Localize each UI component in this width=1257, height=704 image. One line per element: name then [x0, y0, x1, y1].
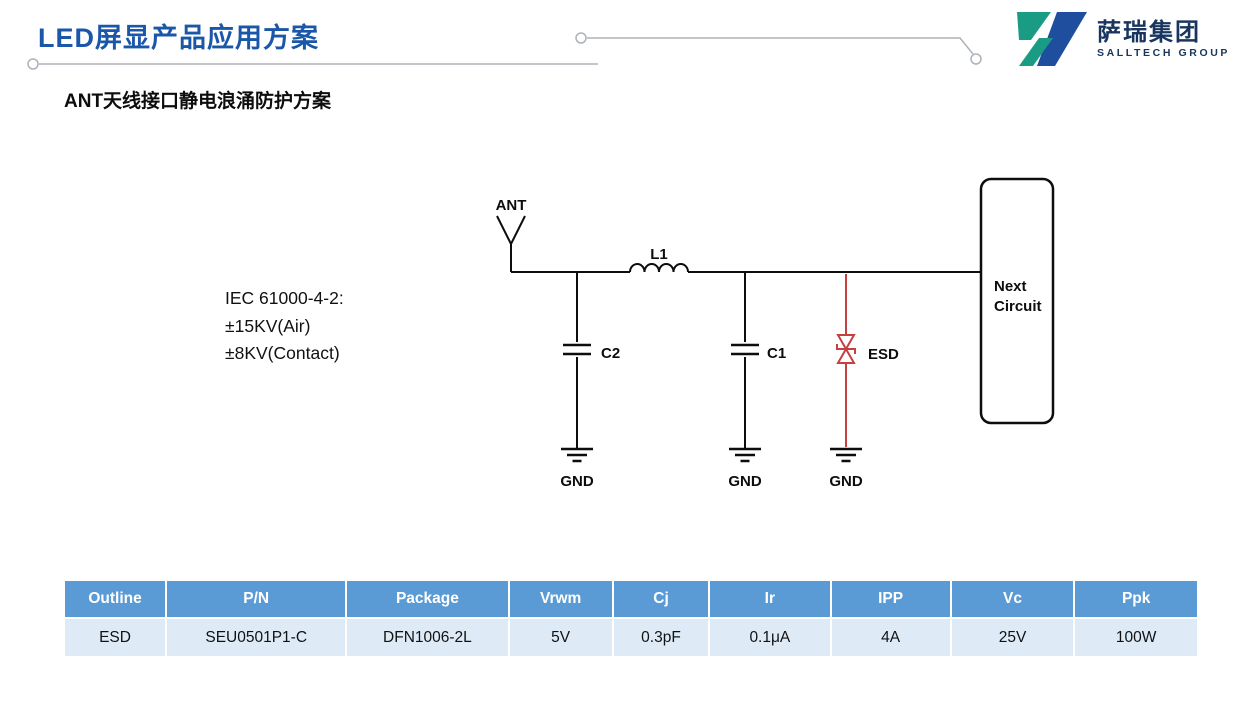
spec-table: Outline P/N Package Vrwm Cj Ir IPP Vc Pp…: [62, 579, 1199, 658]
inductor-symbol: [629, 263, 689, 273]
esd-label: ESD: [868, 346, 899, 363]
cell-vrwm: 5V: [507, 617, 614, 658]
ground-symbol-esd: [830, 447, 862, 463]
cell-ir: 0.1μA: [708, 617, 832, 658]
table-row: ESD SEU0501P1-C DFN1006-2L 5V 0.3pF 0.1μ…: [62, 617, 1199, 658]
ant-label: ANT: [496, 197, 527, 214]
col-header-package: Package: [345, 579, 510, 619]
col-header-vrwm: Vrwm: [507, 579, 614, 619]
circuit-diagram: ANT L1 C2 C1 ESD GND GND GND Next Circui…: [496, 177, 1055, 490]
logo-teal-shape-top: [1017, 12, 1051, 40]
company-logo: 萨瑞集团 SALLTECH GROUP: [1015, 10, 1230, 68]
cell-outline: ESD: [62, 617, 168, 658]
cell-ppk: 100W: [1073, 617, 1199, 658]
esd-tvs-diode-symbol: [836, 274, 856, 447]
antenna-symbol: [496, 215, 526, 272]
capacitor-c2-symbol: [563, 272, 591, 449]
next-circuit-label-line2: Circuit: [994, 298, 1042, 315]
cell-package: DFN1006-2L: [345, 617, 510, 658]
col-header-ir: Ir: [708, 579, 832, 619]
capacitor-c1-symbol: [731, 272, 759, 449]
cell-cj: 0.3pF: [611, 617, 711, 658]
ground-symbol-c1: [729, 447, 761, 463]
gnd-label-3: GND: [829, 473, 863, 490]
spec-table-container: Outline P/N Package Vrwm Cj Ir IPP Vc Pp…: [62, 579, 1199, 658]
cell-pn: SEU0501P1-C: [165, 617, 348, 658]
logo-text: 萨瑞集团 SALLTECH GROUP: [1097, 19, 1230, 59]
cell-vc: 25V: [949, 617, 1076, 658]
col-header-cj: Cj: [611, 579, 711, 619]
deco-circle-left: [27, 58, 39, 70]
iec-note-line3: ±8KV(Contact): [225, 343, 340, 363]
logo-company-subtitle: SALLTECH GROUP: [1097, 46, 1231, 59]
section-subtitle: ANT天线接口静电浪涌防护方案: [64, 91, 332, 112]
col-header-vc: Vc: [949, 579, 1076, 619]
logo-teal-shape-bottom: [1019, 38, 1053, 66]
next-circuit-box: [979, 177, 1055, 425]
iec-note-line1: IEC 61000-4-2:: [225, 288, 344, 308]
deco-circle-right: [970, 53, 982, 65]
cap1-label: C1: [767, 345, 786, 362]
iec-note: IEC 61000-4-2: ±15KV(Air) ±8KV(Contact): [225, 285, 344, 368]
col-header-pn: P/N: [165, 579, 348, 619]
cap2-label: C2: [601, 345, 620, 362]
page-title: LED屏显产品应用方案: [38, 23, 319, 53]
iec-note-line2: ±15KV(Air): [225, 315, 311, 336]
table-header-row: Outline P/N Package Vrwm Cj Ir IPP Vc Pp…: [62, 579, 1199, 619]
inductor-label: L1: [650, 246, 668, 263]
deco-circle-mid: [575, 32, 587, 44]
gnd-label-2: GND: [728, 473, 762, 490]
logo-blue-shape: [1037, 12, 1087, 66]
col-header-ppk: Ppk: [1073, 579, 1199, 619]
gnd-label-1: GND: [560, 473, 594, 490]
col-header-ipp: IPP: [829, 579, 952, 619]
cell-ipp: 4A: [829, 617, 952, 658]
ground-symbol-c2: [561, 447, 593, 463]
logo-company-name: 萨瑞集团: [1097, 19, 1201, 47]
logo-mark-icon: [1017, 12, 1087, 66]
next-circuit-label-line1: Next: [994, 278, 1027, 295]
deco-line-right: [587, 37, 974, 55]
col-header-outline: Outline: [62, 579, 168, 619]
